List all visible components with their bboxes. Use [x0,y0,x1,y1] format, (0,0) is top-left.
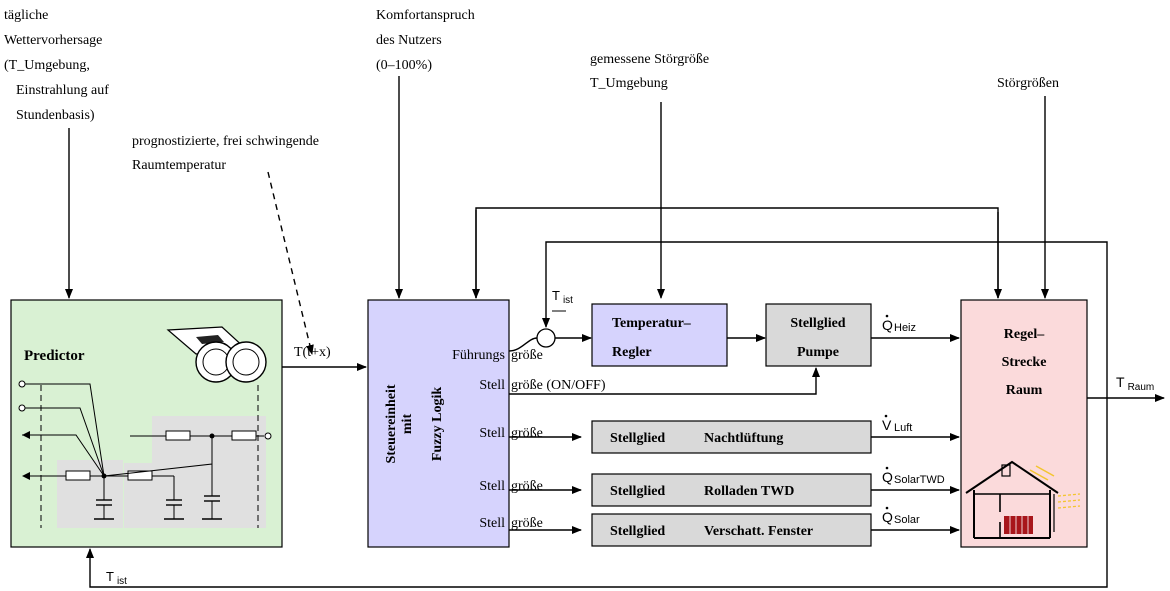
forecast-input-text: tägliche Wettervorhersage (T_Umgebung, E… [4,8,109,123]
shutters-actuator-block [591,473,872,507]
temperature-controller-label-2: Regler [612,345,652,360]
onoff-arrow [509,367,820,395]
feedback-upper-line [475,207,999,298]
night-vent-actuator-block [591,420,872,454]
svg-text:Stundenbasis): Stundenbasis) [16,108,95,123]
shutters-label-1: Stellglied [610,484,665,499]
stell-suffix-onoff: größe (ON/OFF) [511,378,606,393]
svg-text:des Nutzers: des Nutzers [376,33,442,48]
plant-block [960,299,1088,548]
summing-junction [536,328,556,348]
temperature-controller-label-1: Temperatur– [612,316,692,331]
plant-label-2: Strecke [1002,355,1047,370]
night-vent-label-2: Nachtlüftung [704,431,783,446]
svg-text:Steuereinheit: Steuereinheit [384,384,399,463]
svg-text:mit: mit [400,414,415,435]
night-vent-label-1: Stellglied [610,431,665,446]
svg-text:(0–100%): (0–100%) [376,58,432,73]
fuehrung-prefix: Führungs [452,348,505,363]
fuehrung-suffix: größe [511,348,543,363]
svg-text:Wettervorhersage: Wettervorhersage [4,33,102,48]
fuzzy-controller-label: Steuereinheit mit Fuzzy Logik [384,384,445,463]
plant-label-1: Regel– [1004,327,1045,342]
svg-text:T_Umgebung: T_Umgebung [590,76,668,91]
svg-text:Komfortanspruch: Komfortanspruch [376,8,475,23]
stell-suffix-2: größe [511,479,543,494]
svg-text:Luft: Luft [894,422,912,434]
rc-network-icon [18,380,272,528]
svg-text:prognostizierte, frei schwinge: prognostizierte, frei schwingende [132,134,319,149]
stell-prefix-3: Stell [479,479,505,494]
stell-prefix-4: Stell [479,516,505,531]
q-solartwd-label: Q SolarTWD [882,466,945,486]
pump-actuator-block [765,303,872,367]
stell-prefix-1: Stell [479,378,505,393]
shading-actuator-block [591,513,872,547]
t-future-label: T(t+x) [294,345,331,360]
svg-text:tägliche: tägliche [4,8,48,23]
svg-text:gemessene Störgröße: gemessene Störgröße [590,52,709,67]
comfort-input-text: Komfortanspruch des Nutzers (0–100%) [376,8,475,73]
stell-suffix-1: größe [511,426,543,441]
svg-text:Einstrahlung auf: Einstrahlung auf [16,83,109,98]
shading-label-2: Verschatt. Fenster [704,524,813,539]
shading-label-1: Stellglied [610,524,665,539]
feedback-junction-line [542,241,1108,398]
svg-text:Fuzzy Logik: Fuzzy Logik [430,387,445,461]
pump-label-2: Pumpe [797,345,839,360]
disturbances-text: Störgrößen [997,76,1059,91]
house-icon [965,460,1081,539]
setpoint-curve [508,337,538,352]
temperature-controller-block [591,303,728,367]
plant-label-3: Raum [1006,383,1043,398]
stell-prefix-2: Stell [479,426,505,441]
svg-text:SolarTWD: SolarTWD [894,474,945,486]
pump-label-1: Stellglied [790,316,845,331]
predictor-label: Predictor [24,348,85,364]
fuzzy-controller-block [367,299,510,548]
q-heiz-label: Q Heiz [882,314,916,334]
measured-disturbance-text: gemessene Störgröße T_Umgebung [590,52,709,91]
svg-text:Q: Q [882,469,893,485]
svg-text:Solar: Solar [894,514,920,526]
pipes-icon [166,326,267,383]
shutters-label-2: Rolladen TWD [704,484,794,499]
feedback-predictor-line [86,398,1108,588]
q-solar-label: Q Solar [882,506,920,526]
svg-text:Raumtemperatur: Raumtemperatur [132,158,226,173]
svg-text:Q: Q [882,317,893,333]
svg-text:Heiz: Heiz [894,322,916,334]
stell-suffix-3: größe [511,516,543,531]
svg-text:(T_Umgebung,: (T_Umgebung, [4,58,90,73]
svg-text:V: V [882,417,892,433]
predicted-temperature-text: prognostizierte, frei schwingende Raumte… [132,134,319,173]
predicted-temperature-dashed-arrow [267,171,314,355]
svg-text:Q: Q [882,509,893,525]
v-luft-label: V Luft [882,414,912,434]
